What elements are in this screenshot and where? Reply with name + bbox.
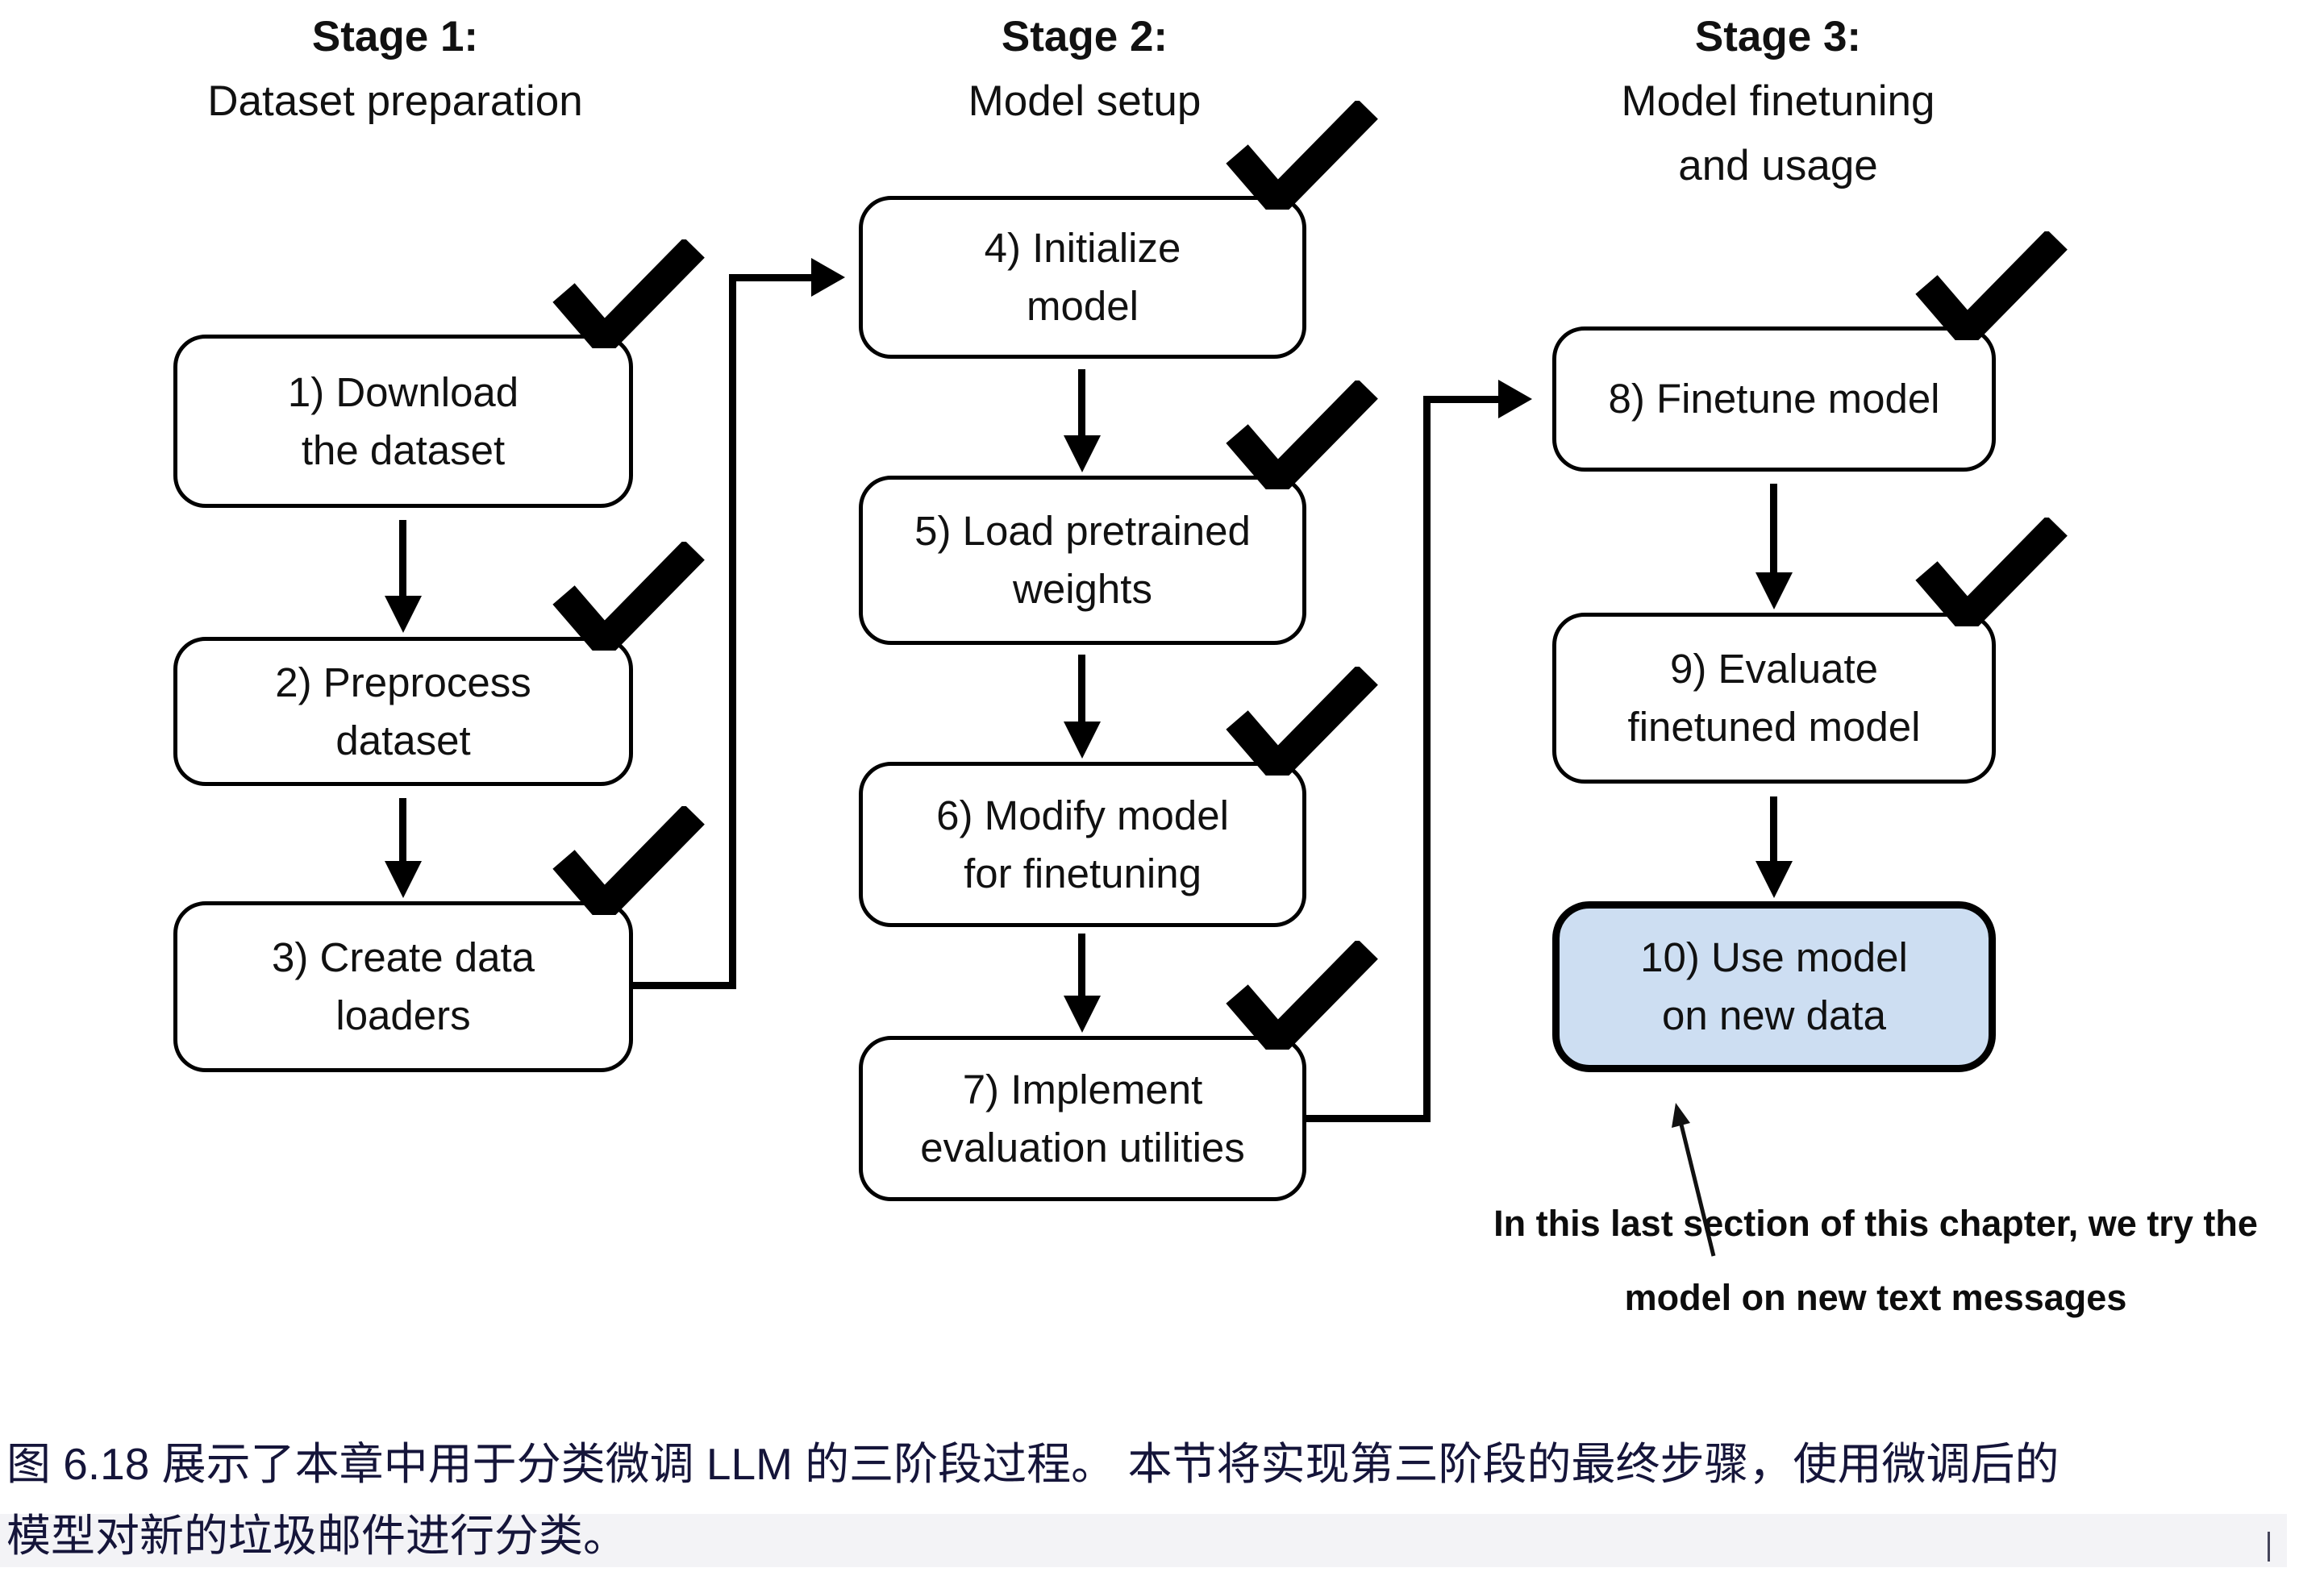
connector-7-8-horizontal-top [1423, 396, 1500, 403]
arrow-down-head [385, 861, 422, 898]
box-modify-model: 6) Modify model for finetuning [859, 762, 1306, 927]
arrow-down [1078, 655, 1085, 723]
box-evaluate-finetuned-model: 9) Evaluate finetuned model [1552, 613, 1996, 784]
box-line: on new data [1662, 992, 1886, 1038]
arrow-down [1078, 934, 1085, 997]
stage3-title-line2: Model finetuning [1621, 77, 1935, 125]
box-finetune-model: 8) Finetune model [1552, 326, 1996, 472]
box-line: dataset [335, 717, 471, 763]
connector-3-4-arrowhead [811, 258, 845, 297]
check-icon [1226, 101, 1378, 210]
box-line: 7) Implement [962, 1066, 1203, 1112]
annotation-line1: In this last section of this chapter, we… [1493, 1203, 2258, 1244]
arrow-down-head [385, 596, 422, 633]
check-icon [552, 806, 705, 915]
box-line: 10) Use model [1640, 934, 1908, 980]
check-icon [1915, 518, 2068, 626]
stage3-title: Stage 3: Model finetuning and usage [1528, 5, 2028, 198]
arrow-down [1770, 796, 1777, 863]
stage2-title-line1: Stage 2: [1001, 13, 1168, 60]
text-cursor [2268, 1532, 2270, 1562]
arrow-down [399, 520, 406, 597]
box-line: finetuned model [1627, 704, 1921, 750]
check-icon [1226, 667, 1378, 776]
box-line: 8) Finetune model [1608, 376, 1940, 422]
connector-7-8-vertical [1423, 396, 1431, 1122]
arrow-down-head [1755, 861, 1793, 898]
box-line: 9) Evaluate [1670, 646, 1878, 692]
arrow-down-head [1064, 996, 1101, 1033]
arrow-down [1770, 484, 1777, 574]
check-icon [552, 239, 705, 348]
stage1-title-line2: Dataset preparation [207, 77, 583, 125]
connector-3-4-vertical [729, 274, 736, 989]
box-line: model [1027, 283, 1139, 329]
page-bottom-band [0, 1514, 2287, 1567]
box-line: 4) Initialize [984, 225, 1181, 271]
box-line: the dataset [301, 426, 506, 473]
box-line: evaluation utilities [920, 1124, 1245, 1171]
caption-line2: 模型对新的垃圾邮件进行分类。 [6, 1511, 628, 1561]
connector-7-8-arrowhead [1498, 380, 1532, 418]
check-icon [1226, 381, 1378, 489]
figure-caption: 图 6.18 展示了本章中用于分类微调 LLM 的三阶段过程。 本节将实现第三阶… [6, 1429, 2321, 1572]
stage3-title-line1: Stage 3: [1694, 13, 1862, 60]
arrow-down [399, 798, 406, 863]
stage2-title-line2: Model setup [968, 77, 1202, 125]
box-implement-evaluation: 7) Implement evaluation utilities [859, 1036, 1306, 1201]
box-line: 6) Modify model [936, 792, 1229, 838]
annotation-line2: model on new text messages [1624, 1277, 2127, 1318]
box-line: 5) Load pretrained [914, 508, 1251, 554]
arrow-down-head [1755, 572, 1793, 609]
box-initialize-model: 4) Initialize model [859, 196, 1306, 359]
check-icon [1226, 941, 1378, 1050]
check-icon [1915, 231, 2068, 340]
stage3-title-line3: and usage [1678, 142, 1878, 189]
box-line: loaders [335, 992, 471, 1038]
box-line: 2) Preprocess [275, 659, 531, 705]
box-use-model-new-data: 10) Use model on new data [1552, 901, 1996, 1072]
box-preprocess-dataset: 2) Preprocess dataset [173, 637, 633, 786]
stage2-title: Stage 2: Model setup [835, 5, 1335, 134]
connector-3-4-horizontal-top [729, 274, 813, 281]
connector-7-8-horizontal [1306, 1115, 1431, 1122]
connector-3-4-horizontal [633, 982, 736, 989]
annotation-arrow [1672, 1103, 1716, 1257]
stage1-title: Stage 1: Dataset preparation [145, 5, 645, 134]
caption-line1: 图 6.18 展示了本章中用于分类微调 LLM 的三阶段过程。 本节将实现第三阶… [6, 1439, 2060, 1489]
arrow-down-head [1064, 435, 1101, 472]
stage1-title-line1: Stage 1: [311, 13, 479, 60]
arrow-down [1078, 369, 1085, 437]
box-download-dataset: 1) Download the dataset [173, 335, 633, 508]
arrow-down-head [1064, 722, 1101, 759]
check-icon [552, 542, 705, 651]
box-line: 1) Download [287, 368, 519, 415]
box-line: 3) Create data [271, 934, 535, 980]
box-line: weights [1013, 566, 1152, 612]
box-line: for finetuning [964, 850, 1202, 896]
box-create-data-loaders: 3) Create data loaders [173, 901, 633, 1072]
annotation-text: In this last section of this chapter, we… [1427, 1187, 2324, 1335]
box-load-pretrained-weights: 5) Load pretrained weights [859, 476, 1306, 645]
